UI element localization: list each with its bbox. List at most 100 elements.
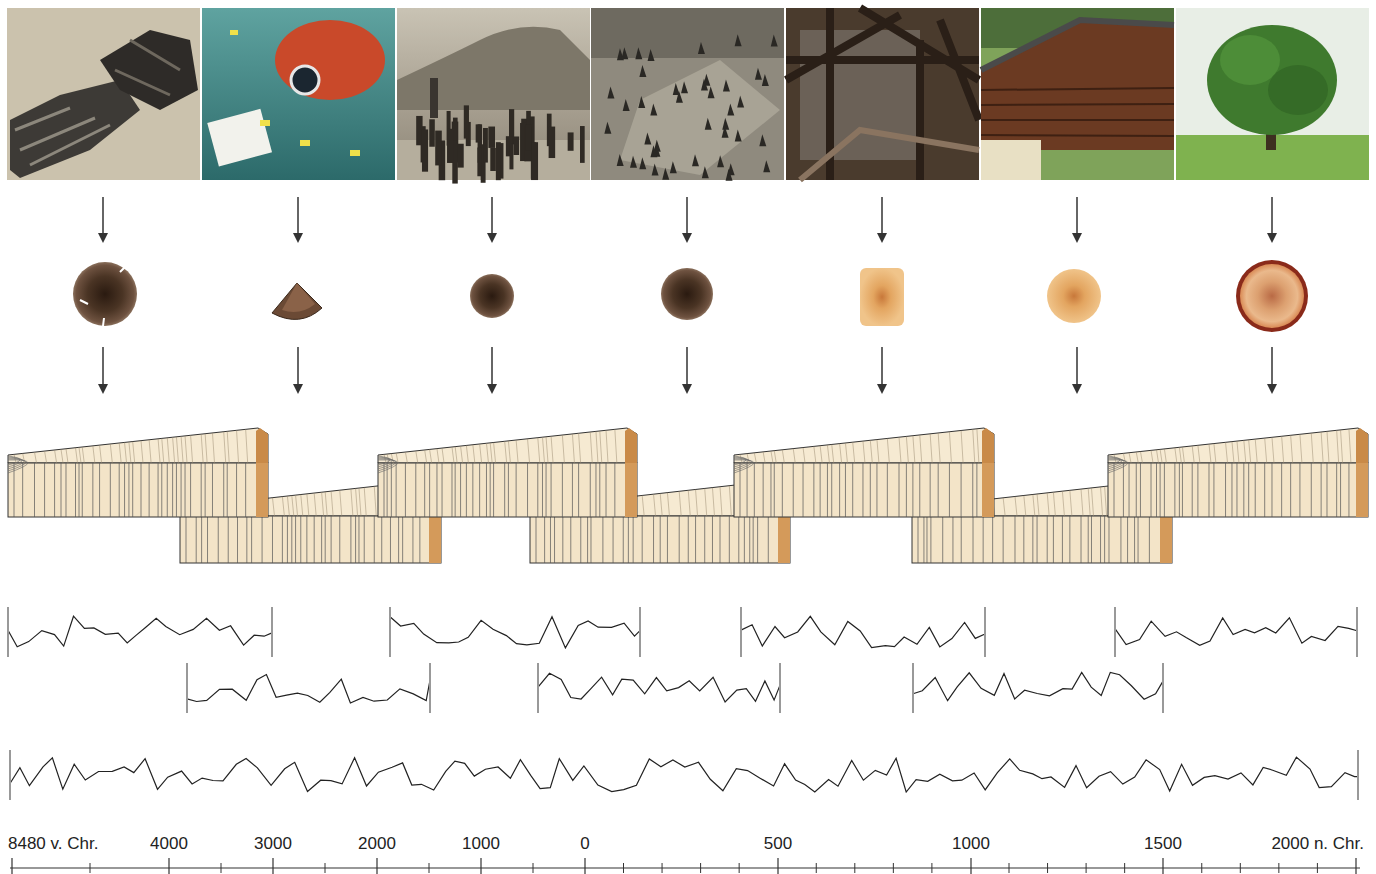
tag [230, 30, 238, 35]
stake [728, 163, 735, 175]
ring-line [590, 463, 591, 517]
axis-label: 1000 [952, 834, 990, 854]
ring-line [1134, 516, 1135, 563]
ring-line [237, 430, 239, 463]
curve-end [429, 663, 431, 713]
ring-line [1208, 463, 1209, 517]
ring-line [99, 463, 100, 517]
ring-line [201, 463, 202, 517]
ring-line [201, 516, 202, 563]
minor-tick [533, 863, 534, 873]
ring-line [1179, 463, 1180, 517]
ring-line [660, 493, 662, 516]
ring-line [938, 433, 940, 463]
plank [981, 140, 1041, 180]
ring-block [378, 428, 637, 517]
ring-line [358, 516, 359, 563]
stake [692, 154, 699, 166]
sample-disc [1047, 269, 1101, 323]
ring-line [437, 449, 439, 463]
block-top [8, 428, 268, 463]
stake [673, 83, 680, 95]
arrow-line [1271, 197, 1273, 235]
minor-tick [700, 863, 701, 873]
block-front [912, 516, 1172, 563]
ring-line [642, 495, 644, 516]
ring-line [913, 436, 915, 463]
ring-line [504, 463, 505, 517]
ring-line [570, 516, 571, 563]
minor-tick [739, 863, 740, 873]
ring-line [679, 491, 681, 516]
sapwood [982, 428, 994, 463]
time-axis [10, 858, 1360, 874]
ring-line [374, 516, 375, 563]
curve-end [7, 607, 9, 657]
ring-line [272, 498, 274, 516]
ring-line [870, 440, 872, 463]
sapwood [1356, 463, 1368, 517]
minor-tick [931, 863, 932, 873]
ring-line [331, 516, 332, 563]
ring-line [992, 516, 993, 563]
ring-line [1271, 463, 1272, 517]
ring-line [35, 452, 37, 463]
ring-line [912, 463, 913, 517]
curve-end [9, 750, 11, 800]
ring-line [124, 463, 125, 517]
minor-tick [854, 863, 855, 873]
ring-line [1108, 516, 1109, 563]
ring-line [34, 463, 35, 517]
ring-line [61, 463, 62, 517]
ring-line [899, 463, 900, 517]
ring-line [325, 516, 326, 563]
major-tick [777, 858, 778, 874]
ring-line [551, 463, 552, 517]
ring-line [820, 446, 822, 463]
ring-line [424, 463, 425, 517]
ring-line [65, 463, 66, 517]
stake [759, 134, 766, 146]
ring-line [542, 437, 544, 463]
arrow-line [102, 197, 104, 235]
ring-line [1349, 429, 1351, 463]
ring-line [79, 447, 81, 463]
ring-line [580, 516, 581, 563]
ring-line [1023, 516, 1024, 563]
ring-line [300, 516, 301, 563]
ring-line [827, 445, 829, 463]
axis-label: 8480 v. Chr. [8, 834, 98, 854]
ring-line [119, 463, 120, 517]
photo-ground [591, 8, 784, 180]
stake [630, 156, 637, 168]
stake [638, 96, 645, 108]
ring-line [562, 435, 564, 463]
ring-line [172, 463, 173, 517]
major-tick [376, 858, 377, 874]
ring-line [538, 438, 540, 463]
stake [735, 129, 742, 141]
ring-line [359, 488, 361, 516]
ring-line [667, 516, 668, 563]
ring-line [262, 516, 263, 563]
ring-line [572, 463, 573, 517]
ring-line [853, 442, 855, 463]
ring-width-curve [741, 616, 985, 647]
minor-tick [816, 863, 817, 873]
ring-line [272, 516, 273, 563]
ring-line [128, 463, 129, 517]
ring-line [527, 463, 528, 517]
stake [681, 81, 688, 93]
ring-line [803, 448, 805, 463]
pile [416, 116, 422, 145]
stake [604, 122, 611, 134]
ring-line [516, 440, 518, 463]
pile [531, 142, 538, 180]
sample-beam [860, 268, 904, 326]
arrow-head [682, 233, 692, 243]
ring-line [425, 450, 427, 463]
ring-line [1015, 496, 1017, 516]
photo-diver [202, 8, 395, 180]
ring-line [814, 446, 816, 463]
block-front [8, 463, 268, 517]
